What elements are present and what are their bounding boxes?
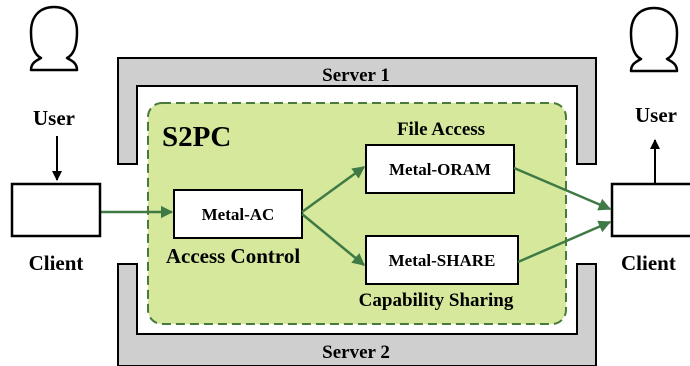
metal-oram-label: Metal-ORAM (389, 160, 491, 179)
metal-ac-label: Metal-AC (202, 205, 275, 224)
right-user-label: User (635, 103, 677, 127)
right-client-box (610, 182, 690, 238)
s2pc-title: S2PC (162, 121, 231, 153)
metal-oram-box (365, 144, 515, 194)
right-user-icon (629, 6, 679, 73)
metal-share-box (365, 235, 519, 285)
left-user-icon (29, 5, 79, 72)
left-client-label: Client (29, 251, 84, 275)
metal-ac-box (173, 189, 303, 239)
arrow-share-to-client (517, 220, 612, 264)
server-2-label: Server 2 (322, 342, 390, 363)
server-2-frame (117, 263, 597, 366)
arrow-ac-to-share (301, 213, 365, 266)
server-1-frame (117, 57, 597, 165)
left-user-label: User (33, 106, 75, 130)
arrow-ac-to-oram (301, 165, 366, 214)
metal-ac-caption: Access Control (166, 244, 301, 268)
metal-share-label: Metal-SHARE (389, 251, 496, 270)
server-1-label: Server 1 (322, 65, 390, 86)
left-client-box (10, 182, 102, 238)
metal-share-caption: Capability Sharing (359, 290, 514, 311)
metal-oram-caption: File Access (397, 119, 485, 140)
arrow-oram-to-client (513, 166, 612, 211)
right-client-label: Client (621, 251, 676, 275)
